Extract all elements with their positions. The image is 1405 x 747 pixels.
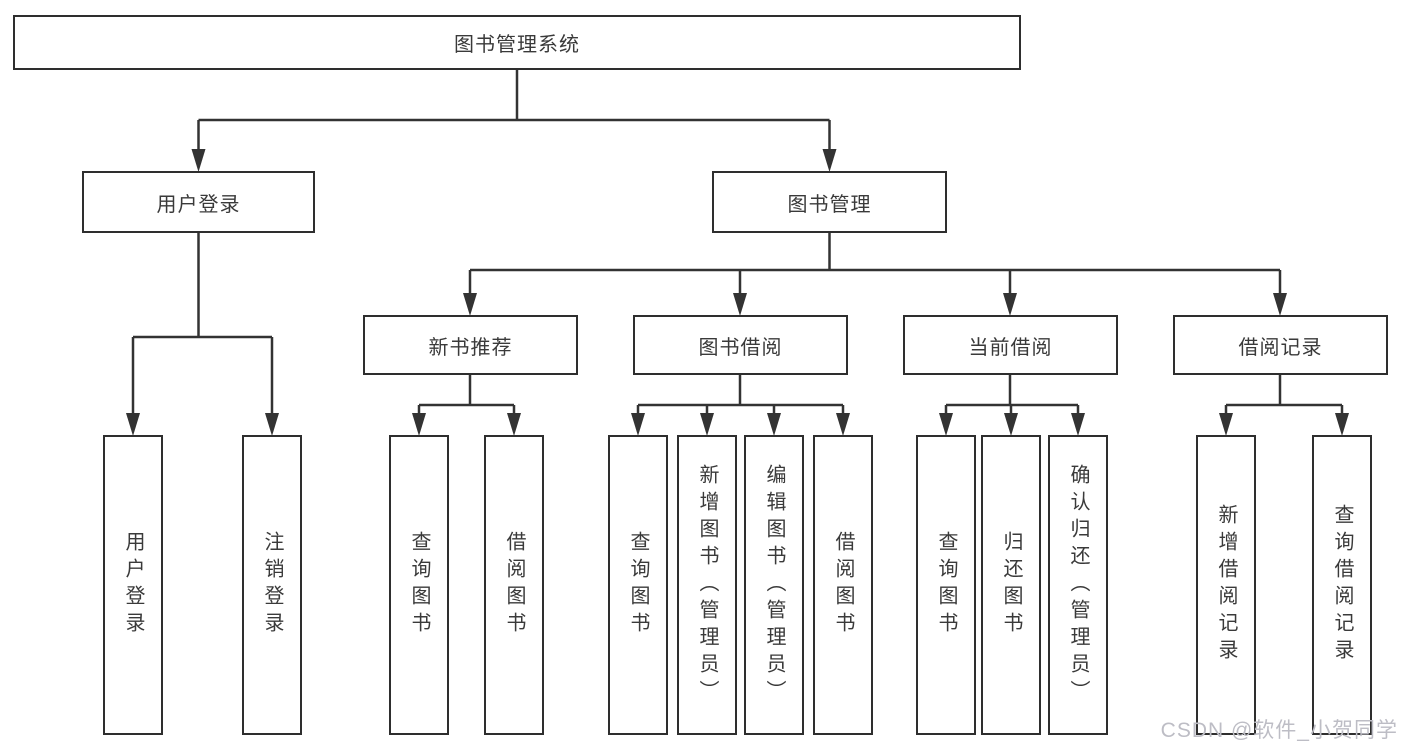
arrow-icon — [463, 293, 477, 316]
arrow-icon — [126, 413, 140, 436]
arrow-icon — [700, 413, 714, 436]
leaf-add-borrow-record: 新增借阅记录 — [1196, 435, 1256, 735]
node-label: 图书管理 — [787, 193, 872, 216]
leaf-edit-book-admin: 编辑图书（管理员） — [744, 435, 804, 735]
node-new-book-recommend: 新书推荐 — [363, 315, 578, 375]
node-label: 图书管理系统 — [454, 34, 580, 56]
leaf-borrow-book: 借阅图书 — [484, 435, 544, 735]
node-book-management-branch: 图书管理 — [712, 171, 947, 233]
arrowheads — [126, 149, 1349, 436]
edge-recommend-to-leaves — [417, 375, 516, 414]
leaf-label: 编辑图书（管理员） — [763, 463, 785, 707]
leaf-label: 归还图书 — [1000, 531, 1022, 639]
arrow-icon — [1003, 293, 1017, 316]
leaf-return-book: 归还图书 — [981, 435, 1041, 735]
arrow-icon — [939, 413, 953, 436]
leaf-borrow-book: 借阅图书 — [813, 435, 873, 735]
arrow-icon — [1004, 413, 1018, 436]
leaf-label: 查询图书 — [935, 531, 957, 639]
leaf-label: 借阅图书 — [503, 531, 525, 639]
edge-borrow-to-leaves — [636, 375, 845, 414]
arrow-icon — [265, 413, 279, 436]
arrow-icon — [1071, 413, 1085, 436]
leaf-label: 借阅图书 — [832, 531, 854, 639]
leaf-logout: 注销登录 — [242, 435, 302, 735]
csdn-watermark: CSDN @软件_小贺同学 — [1160, 719, 1398, 742]
arrow-icon — [191, 149, 206, 172]
arrow-icon — [1219, 413, 1233, 436]
leaf-query-book: 查询图书 — [916, 435, 976, 735]
edge-current-to-leaves — [944, 375, 1080, 414]
edge-user-to-leaves — [131, 233, 274, 414]
node-label: 用户登录 — [156, 193, 241, 216]
leaf-query-book: 查询图书 — [389, 435, 449, 735]
leaf-label: 用户登录 — [122, 531, 144, 639]
leaf-label: 确认归还（管理员） — [1067, 463, 1089, 707]
leaf-query-borrow-record: 查询借阅记录 — [1312, 435, 1372, 735]
arrow-icon — [631, 413, 645, 436]
arrow-icon — [767, 413, 781, 436]
leaf-label: 注销登录 — [261, 531, 283, 639]
leaf-add-book-admin: 新增图书（管理员） — [677, 435, 737, 735]
node-label: 新书推荐 — [428, 336, 513, 359]
leaf-label: 查询图书 — [627, 531, 649, 639]
node-label: 图书借阅 — [698, 336, 783, 359]
arrow-icon — [1273, 293, 1287, 316]
arrow-icon — [733, 293, 747, 316]
leaf-query-book: 查询图书 — [608, 435, 668, 735]
edge-record-to-leaves — [1224, 375, 1344, 414]
leaf-confirm-return-admin: 确认归还（管理员） — [1048, 435, 1108, 735]
leaf-user-login: 用户登录 — [103, 435, 163, 735]
edge-root-to-level2 — [197, 70, 831, 150]
edge-mgmt-to-level3 — [468, 233, 1282, 294]
node-book-borrow: 图书借阅 — [633, 315, 848, 375]
node-user-login-branch: 用户登录 — [82, 171, 315, 233]
arrow-icon — [507, 413, 521, 436]
arrow-icon — [836, 413, 850, 436]
arrow-icon — [412, 413, 426, 436]
arrow-icon — [822, 149, 837, 172]
node-current-borrow: 当前借阅 — [903, 315, 1118, 375]
leaf-label: 新增图书（管理员） — [696, 463, 718, 707]
leaf-label: 查询图书 — [408, 531, 430, 639]
node-root-system: 图书管理系统 — [13, 15, 1021, 70]
node-label: 当前借阅 — [968, 336, 1053, 359]
node-label: 借阅记录 — [1238, 336, 1323, 359]
leaf-label: 新增借阅记录 — [1215, 504, 1237, 666]
arrow-icon — [1335, 413, 1349, 436]
leaf-label: 查询借阅记录 — [1331, 504, 1353, 666]
node-borrow-record: 借阅记录 — [1173, 315, 1388, 375]
